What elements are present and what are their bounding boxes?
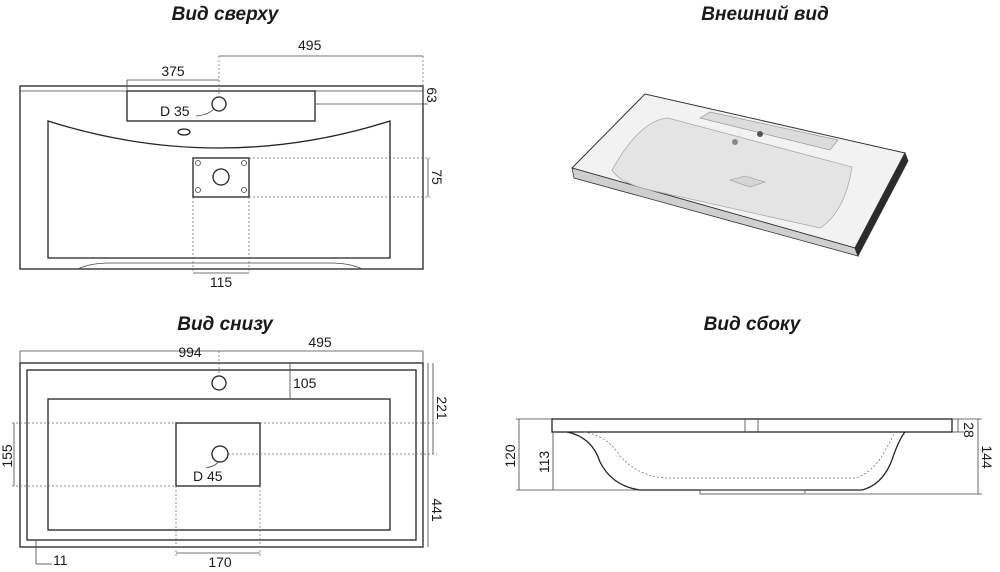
sink-overflow	[732, 139, 738, 145]
faucet-deck	[126, 90, 316, 122]
faucet-hole	[211, 96, 227, 112]
dim-155-label: 155	[0, 444, 15, 468]
dim-63-label: 63	[424, 87, 440, 103]
dim-105-label: 105	[293, 375, 317, 391]
drain-plate	[192, 157, 250, 198]
side-view-rim	[551, 418, 953, 433]
drain-screw-2	[241, 160, 247, 166]
side-drain-base	[699, 489, 806, 495]
bottom-drain-plate	[175, 422, 261, 487]
dim-495b-label: 495	[308, 334, 332, 350]
bottom-drain-leader	[205, 460, 220, 469]
side-view-title: Вид сбоку	[704, 314, 802, 335]
dim-11-label: 11	[53, 552, 68, 568]
dim-120-label: 120	[502, 444, 518, 468]
top-view: D 35 495 375 63 75 115	[19, 37, 445, 290]
dim-994-label: 994	[178, 344, 202, 360]
basin-outline	[47, 120, 391, 259]
dim-115-label: 115	[210, 274, 233, 290]
drain-hole	[212, 168, 230, 186]
external-view	[571, 93, 909, 257]
drain-screw-1	[195, 160, 201, 166]
side-bowl-inner	[583, 431, 896, 479]
bottom-faucet-hole	[211, 375, 227, 391]
bottom-basin-outline	[47, 398, 391, 531]
bottom-view-inner-rim	[26, 369, 417, 541]
dim-170-label: 170	[208, 554, 232, 570]
top-view-title: Вид сверху	[172, 4, 280, 25]
overflow-hole	[177, 128, 191, 136]
bottom-drain-hole	[211, 445, 229, 463]
sink-basin	[611, 117, 853, 229]
front-lip	[77, 262, 363, 270]
dim-113-label: 113	[536, 451, 552, 474]
bottom-view-outline	[19, 362, 424, 548]
bottom-view: D 45 994 495 105 221 441 155 170 11	[0, 334, 450, 570]
sink-side-edge	[854, 152, 909, 257]
external-view-title: Внешний вид	[701, 4, 829, 25]
dim-221-label: 221	[434, 396, 450, 420]
sink-drain	[728, 175, 766, 188]
bottom-view-title: Вид снизу	[177, 314, 274, 335]
sink-faucet-hole	[757, 131, 763, 137]
dim-75-label: 75	[429, 169, 445, 185]
faucet-hole-diameter-label: D 35	[160, 103, 190, 119]
drain-screw-3	[195, 187, 201, 193]
side-bowl-outer	[566, 431, 906, 491]
faucet-hole-leader	[195, 108, 215, 117]
sink-deck	[699, 111, 839, 151]
dim-495-label: 495	[298, 37, 322, 53]
bottom-drain-diameter-label: D 45	[193, 468, 223, 484]
dim-441-label: 441	[429, 498, 445, 522]
top-view-outline	[19, 85, 424, 270]
drain-screw-4	[241, 187, 247, 193]
side-view: 28 144 120 113	[502, 418, 995, 495]
dim-375-label: 375	[161, 63, 185, 79]
dim-28-label: 28	[961, 422, 977, 438]
dim-144-label: 144	[979, 445, 995, 469]
